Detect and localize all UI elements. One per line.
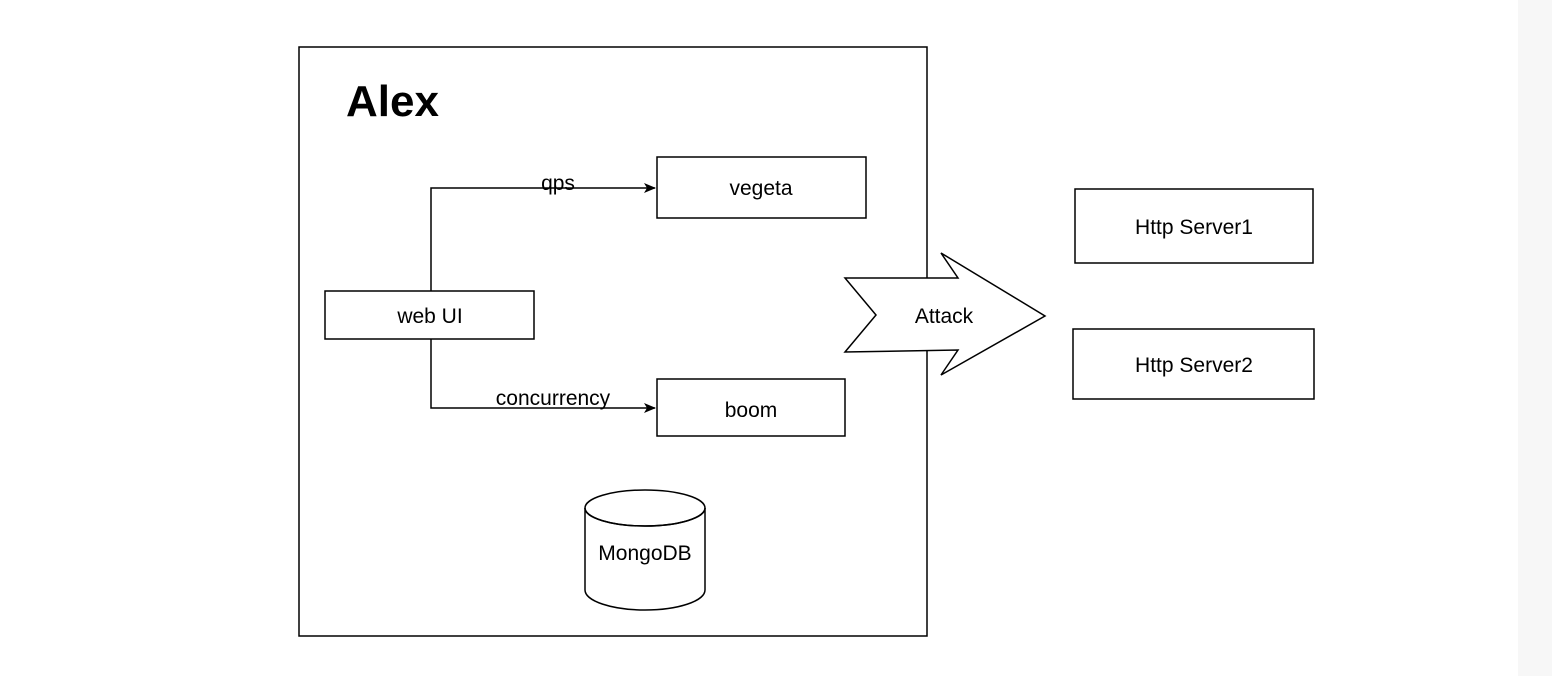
node-attack-label: Attack <box>915 305 974 328</box>
node-mongodb-label: MongoDB <box>598 542 691 565</box>
node-vegeta[interactable]: vegeta <box>656 156 867 219</box>
alex-title: Alex <box>346 77 439 126</box>
node-http-server2-label: Http Server2 <box>1135 354 1253 377</box>
right-margin-strip <box>1518 0 1552 676</box>
node-attack[interactable]: Attack <box>843 252 1047 376</box>
edge-webui-to-boom <box>430 339 656 413</box>
edge-webui-to-vegeta <box>430 183 656 291</box>
node-vegeta-label: vegeta <box>729 177 792 200</box>
edge-label-concurrency: concurrency <box>496 387 611 410</box>
node-boom-label: boom <box>725 399 778 422</box>
node-web-ui-label: web UI <box>396 305 462 328</box>
node-web-ui[interactable]: web UI <box>324 290 535 340</box>
node-boom[interactable]: boom <box>656 378 846 437</box>
edge-label-qps: qps <box>541 172 575 195</box>
node-http-server2[interactable]: Http Server2 <box>1072 328 1315 400</box>
node-http-server1-label: Http Server1 <box>1135 216 1253 239</box>
node-mongodb[interactable]: MongoDB <box>584 489 706 611</box>
node-http-server1[interactable]: Http Server1 <box>1074 188 1314 264</box>
